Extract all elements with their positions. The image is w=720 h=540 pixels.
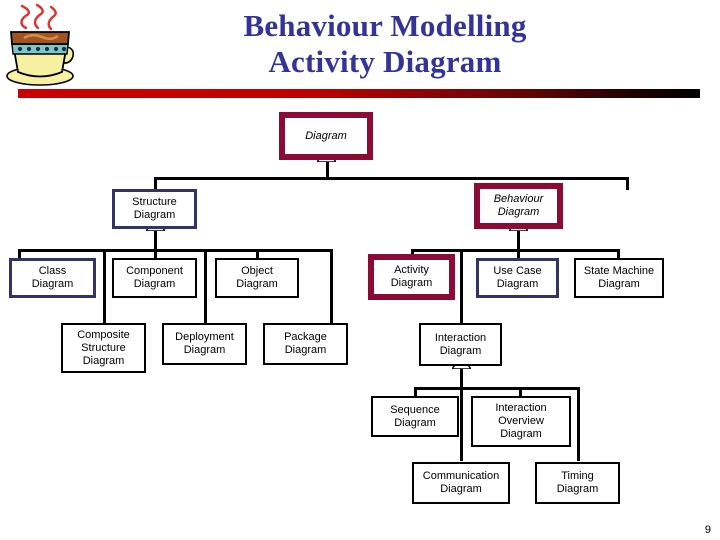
- connector-bus-behaviour: [411, 249, 620, 252]
- connector-drop-communication: [460, 387, 463, 461]
- connector-drop-composite: [103, 249, 106, 323]
- connector-drop-component: [154, 249, 157, 259]
- node-diagram[interactable]: Diagram: [279, 112, 373, 160]
- connector-drop-overview: [519, 387, 522, 397]
- connector-diagram-stem: [326, 160, 329, 180]
- connector-drop-interaction: [460, 249, 463, 323]
- connector-drop-class: [18, 249, 21, 259]
- connector-drop-deployment: [204, 249, 207, 323]
- connector-bus-structure: [18, 249, 331, 252]
- connector-bus-row1: [154, 177, 629, 180]
- connector-bus-interaction: [414, 387, 577, 390]
- title-line-1: Behaviour Modelling: [243, 8, 527, 43]
- coffee-cup-logo: [2, 2, 78, 90]
- slide-title: Behaviour Modelling Activity Diagram: [150, 8, 620, 80]
- title-line-2: Activity Diagram: [268, 44, 502, 79]
- connector-drop-structure: [154, 177, 157, 190]
- connector-drop-object: [256, 249, 259, 259]
- title-divider-bar: [18, 89, 700, 98]
- connector-drop-sequence: [414, 387, 417, 397]
- connector-drop-statemachine: [617, 249, 620, 259]
- connector-drop-timing: [577, 387, 580, 461]
- connector-drop-usecase: [517, 249, 520, 259]
- connector-behaviour-stem: [517, 228, 520, 249]
- connector-drop-behaviour: [626, 177, 629, 190]
- connector-structure-stem: [154, 228, 157, 249]
- node-diagram-label: Diagram: [305, 129, 347, 142]
- page-number: 9: [704, 524, 711, 536]
- connector-drop-package: [330, 249, 333, 323]
- connector-interaction-stem: [460, 366, 463, 387]
